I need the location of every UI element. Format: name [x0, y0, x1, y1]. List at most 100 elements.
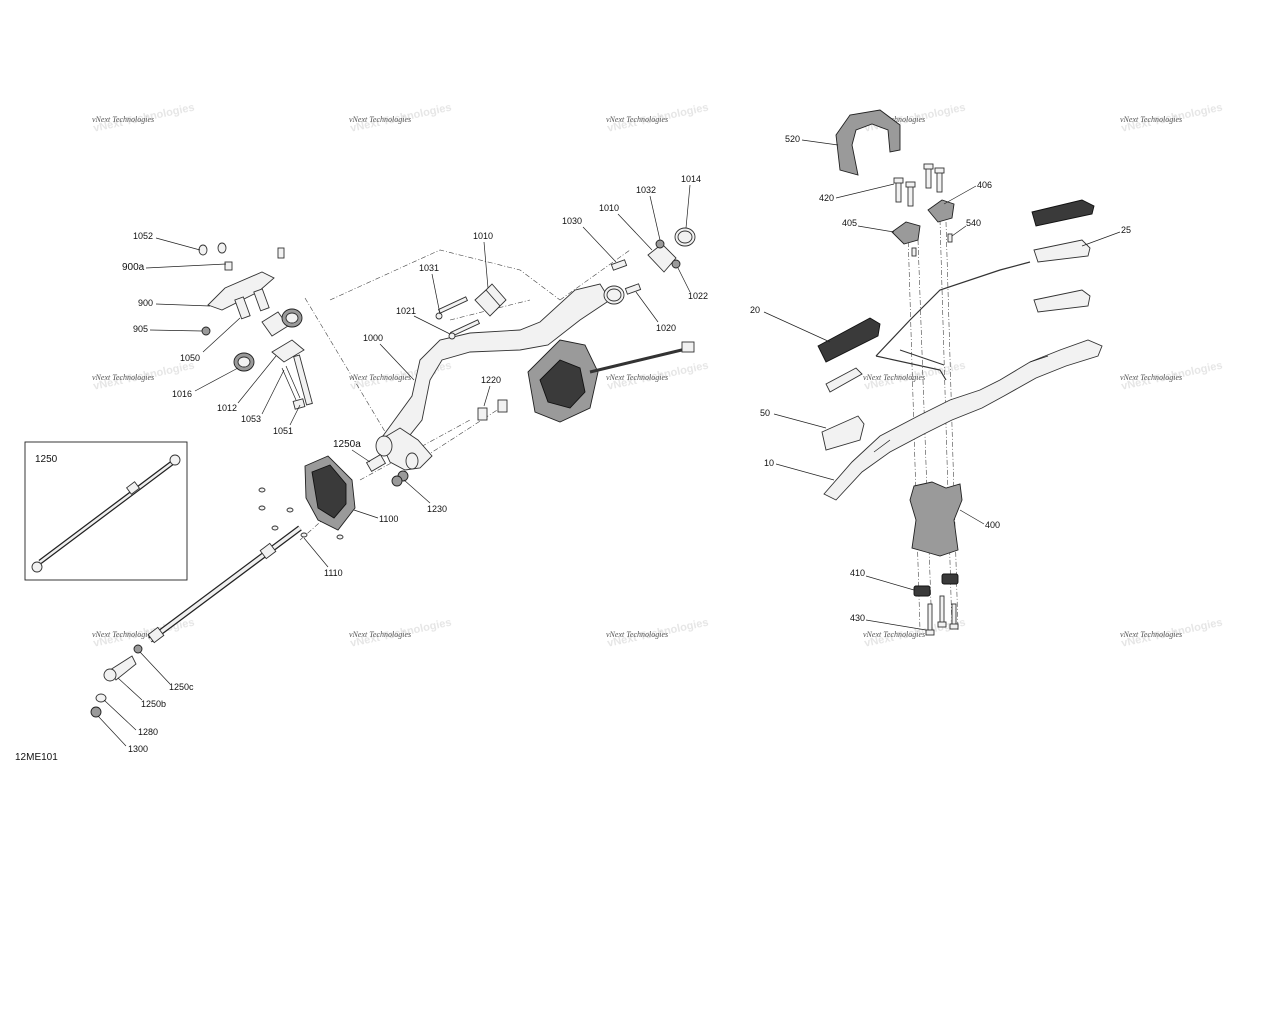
grip-sleeve — [1033, 289, 1091, 313]
watermark: vNext Technologies — [863, 630, 925, 639]
nut-905 — [201, 326, 211, 336]
callout-1280: 1280 — [138, 727, 158, 737]
bushing-1020 — [624, 283, 642, 295]
watermark: vNext Technologies — [606, 115, 668, 124]
nut-1250c — [133, 644, 143, 654]
callout-1000: 1000 — [363, 333, 383, 343]
watermark: vNext Technologies — [349, 630, 411, 639]
grip-20 — [817, 317, 881, 363]
callout-25: 25 — [1121, 225, 1131, 235]
watermark: vNext Technologies — [1120, 115, 1182, 124]
inset-frame — [24, 441, 188, 581]
clamp-406 — [927, 199, 955, 223]
callout-900a: 900a — [122, 262, 145, 273]
callout-50: 50 — [760, 408, 770, 418]
bolt-1051 — [293, 354, 313, 406]
callout-1051: 1051 — [273, 426, 293, 436]
watermark: vNext Technologies — [606, 630, 668, 639]
callout-420: 420 — [819, 193, 834, 203]
callout-20: 20 — [750, 305, 760, 315]
callout-1012: 1012 — [217, 403, 237, 413]
handlebar-group — [817, 109, 1103, 636]
column-yoke — [379, 427, 433, 471]
callout-1050: 1050 — [180, 353, 200, 363]
watermark: vNext Technologies — [92, 373, 154, 382]
steering-column-group — [90, 227, 696, 718]
nut-1300 — [90, 706, 102, 718]
watermark: vNext Technologies — [92, 115, 154, 124]
bushing-1030 — [610, 259, 628, 271]
pin-1053 — [281, 367, 297, 401]
callout-400: 400 — [985, 520, 1000, 530]
watermark: vNext Technologies — [863, 373, 925, 382]
callout-1220: 1220 — [481, 375, 501, 385]
handle-guard-520 — [835, 109, 901, 176]
nut-1022 — [671, 259, 681, 269]
callout-1300: 1300 — [128, 744, 148, 754]
callout-1031: 1031 — [419, 263, 439, 273]
callout-905: 905 — [133, 324, 148, 334]
watermarks: vNext Technologies vNext Technologies vNe… — [92, 102, 1224, 650]
callout-10: 10 — [764, 458, 774, 468]
bolt-top — [277, 247, 285, 259]
watermark: vNext Technologies — [1120, 630, 1182, 639]
inset-1250: 1250 — [24, 441, 188, 581]
inset-label: 1250 — [35, 454, 58, 465]
clamp-405 — [891, 221, 921, 245]
handlebar-10 — [823, 339, 1103, 501]
screw — [258, 487, 266, 493]
callout-1250b: 1250b — [141, 699, 166, 709]
heater-wire — [875, 261, 1031, 357]
watermark: vNext Technologies — [349, 373, 411, 382]
callout-1010-right: 1010 — [599, 203, 619, 213]
grip-heated — [1031, 199, 1095, 227]
riser-400 — [909, 481, 963, 557]
callout-1100: 1100 — [379, 514, 398, 524]
callout-410: 410 — [850, 568, 865, 578]
callout-1250c: 1250c — [169, 682, 194, 692]
watermark: vNext Technologies — [606, 373, 668, 382]
spacer-1220 — [477, 407, 488, 421]
spacer-1220b — [497, 399, 508, 413]
right-callouts: 520 420 406 405 540 25 20 50 10 400 410 … — [750, 134, 1131, 631]
callout-1053: 1053 — [241, 414, 261, 424]
diagram-code: 12ME101 — [15, 752, 58, 763]
watermark: vNext Technologies — [349, 115, 411, 124]
left-callouts: 1052 900a 900 905 1050 1016 1012 1053 10… — [97, 174, 708, 754]
nut-1052 — [217, 242, 227, 254]
clamp-1010-right — [647, 243, 677, 273]
bolt-1250a — [365, 454, 387, 472]
callout-1022: 1022 — [688, 291, 708, 301]
callout-430: 430 — [850, 613, 865, 623]
bracket-900 — [207, 271, 275, 311]
nut-1052b — [198, 244, 208, 256]
callout-540: 540 — [966, 218, 981, 228]
grip-25 — [1033, 239, 1091, 263]
callout-1016: 1016 — [172, 389, 192, 399]
callout-520: 520 — [785, 134, 800, 144]
callout-405: 405 — [842, 218, 857, 228]
callout-900: 900 — [138, 298, 153, 308]
bolt-420 — [895, 181, 902, 203]
clamp-1012 — [271, 339, 305, 363]
bolt-430 — [927, 603, 933, 633]
spacer-1050 — [234, 296, 251, 320]
callout-1030: 1030 — [562, 216, 582, 226]
clamp-410 — [913, 585, 931, 597]
callout-1052: 1052 — [133, 231, 153, 241]
callout-1230: 1230 — [427, 504, 447, 514]
nut-1032 — [655, 239, 665, 249]
bolt-1031 — [437, 296, 469, 314]
callout-406: 406 — [977, 180, 992, 190]
watermark: vNext Technologies — [92, 630, 154, 639]
screw-1110 — [300, 532, 308, 538]
shaft-upper — [589, 346, 691, 374]
callout-1032: 1032 — [636, 185, 656, 195]
screw-540 — [947, 233, 953, 243]
callout-1021: 1021 — [396, 306, 416, 316]
callout-1250a: 1250a — [333, 439, 361, 450]
grip-50 — [821, 415, 865, 451]
callout-1020: 1020 — [656, 323, 676, 333]
pin-900a — [224, 261, 233, 271]
